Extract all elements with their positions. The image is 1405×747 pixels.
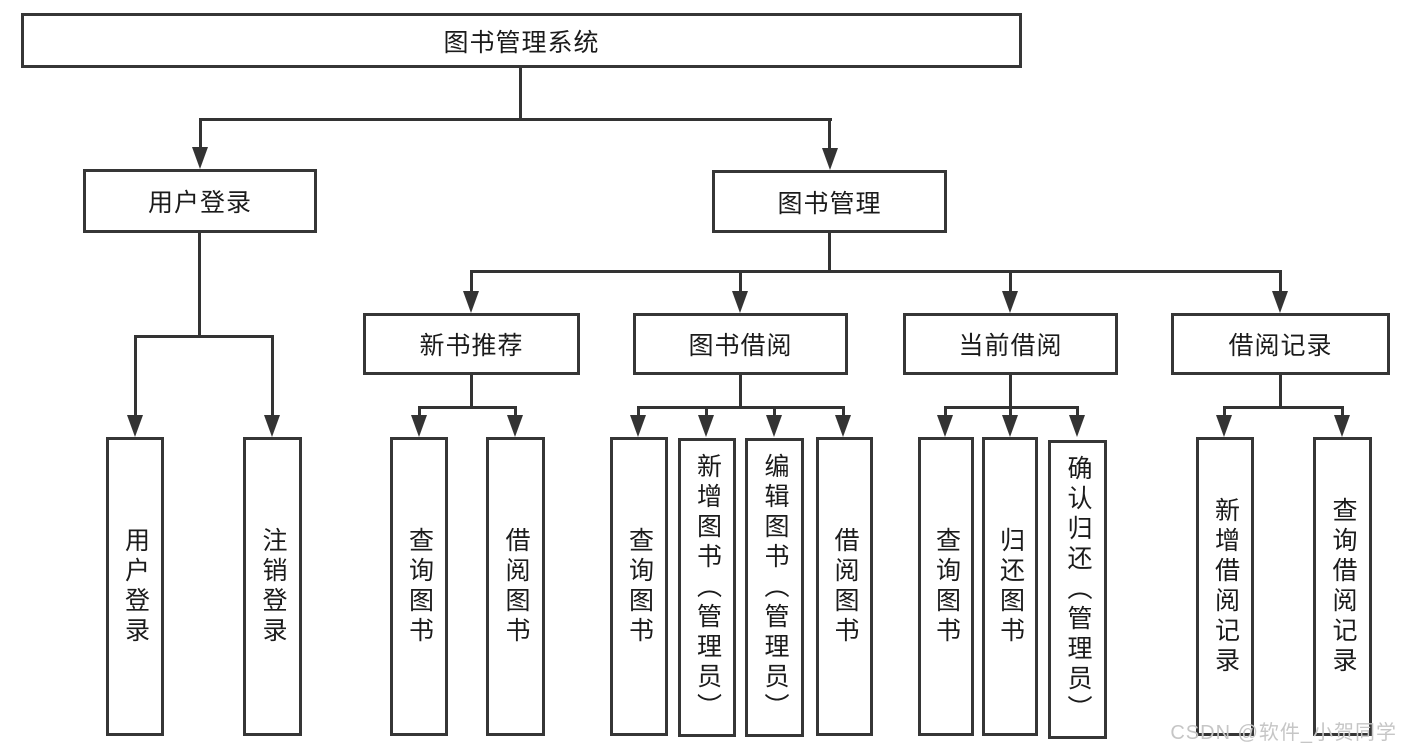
arrow-down-icon <box>835 415 851 437</box>
leaf-borrow-book-label: 借阅图书 <box>831 526 859 647</box>
leaf-newbook-borrow-label: 借阅图书 <box>502 526 530 647</box>
v-line <box>1279 375 1282 406</box>
v-line <box>828 118 831 148</box>
h-line <box>199 118 832 121</box>
node-borrow-record: 借阅记录 <box>1171 313 1390 375</box>
v-line <box>1076 406 1079 415</box>
leaf-borrow-add-admin-label: 新增图书（管理员） <box>693 452 722 723</box>
v-line <box>134 335 137 415</box>
node-new-book-recommend: 新书推荐 <box>363 313 580 375</box>
arrow-down-icon <box>1272 291 1288 313</box>
leaf-user-login: 用户登录 <box>106 437 164 736</box>
arrow-down-icon <box>937 415 953 437</box>
arrow-down-icon <box>822 148 838 170</box>
leaf-confirm-return-admin-label: 确认归还（管理员） <box>1064 454 1092 725</box>
leaf-record-add-label: 新增借阅记录 <box>1211 496 1240 677</box>
v-line <box>944 406 947 415</box>
node-book-borrow-label: 图书借阅 <box>688 332 793 360</box>
leaf-user-login-label: 用户登录 <box>121 526 150 647</box>
arrow-down-icon <box>1002 415 1018 437</box>
arrow-down-icon <box>463 291 479 313</box>
v-line <box>637 406 640 415</box>
leaf-current-query: 查询图书 <box>918 437 974 736</box>
v-line <box>1009 375 1012 406</box>
arrow-down-icon <box>698 415 714 437</box>
v-line <box>1341 406 1344 415</box>
node-user-login-label: 用户登录 <box>147 189 252 217</box>
leaf-newbook-borrow: 借阅图书 <box>486 437 545 736</box>
leaf-record-add: 新增借阅记录 <box>1196 437 1254 736</box>
arrow-down-icon <box>1216 415 1232 437</box>
leaf-return-book: 归还图书 <box>982 437 1038 736</box>
arrow-down-icon <box>192 147 208 169</box>
v-line <box>470 270 473 291</box>
leaf-confirm-return-admin: 确认归还（管理员） <box>1048 440 1107 739</box>
v-line <box>739 270 742 291</box>
v-line <box>519 68 522 118</box>
leaf-borrow-book: 借阅图书 <box>816 437 873 736</box>
arrow-down-icon <box>1069 415 1085 437</box>
arrow-down-icon <box>630 415 646 437</box>
v-line <box>514 406 517 415</box>
arrow-down-icon <box>127 415 143 437</box>
node-root-label: 图书管理系统 <box>443 28 600 57</box>
leaf-record-query-label: 查询借阅记录 <box>1329 496 1357 677</box>
arrow-down-icon <box>411 415 427 437</box>
h-line <box>637 406 845 409</box>
v-line <box>1223 406 1226 415</box>
node-user-login: 用户登录 <box>83 169 317 233</box>
leaf-newbook-query-label: 查询图书 <box>405 526 434 647</box>
leaf-borrow-add-admin: 新增图书（管理员） <box>678 438 736 737</box>
node-current-borrow-label: 当前借阅 <box>958 332 1063 360</box>
node-new-book-recommend-label: 新书推荐 <box>419 332 524 360</box>
arrow-down-icon <box>766 415 782 437</box>
v-line <box>470 375 473 406</box>
leaf-newbook-query: 查询图书 <box>390 437 448 736</box>
v-line <box>1009 406 1012 415</box>
leaf-record-query: 查询借阅记录 <box>1313 437 1372 736</box>
v-line <box>418 406 421 415</box>
h-line <box>470 270 1282 273</box>
leaf-borrow-edit-admin: 编辑图书（管理员） <box>745 438 804 737</box>
h-line <box>134 335 274 338</box>
leaf-borrow-query-label: 查询图书 <box>625 526 654 647</box>
v-line <box>1009 270 1012 291</box>
node-book-management-label: 图书管理 <box>777 189 882 218</box>
node-book-borrow: 图书借阅 <box>633 313 848 375</box>
arrow-down-icon <box>732 291 748 313</box>
arrow-down-icon <box>1002 291 1018 313</box>
leaf-borrow-query: 查询图书 <box>610 437 668 736</box>
h-line <box>1223 406 1344 409</box>
node-book-management: 图书管理 <box>712 170 947 233</box>
leaf-borrow-edit-admin-label: 编辑图书（管理员） <box>761 452 789 723</box>
node-root-system: 图书管理系统 <box>21 13 1022 68</box>
v-line <box>271 335 274 415</box>
v-line <box>198 233 201 335</box>
v-line <box>1279 270 1282 291</box>
arrow-down-icon <box>1334 415 1350 437</box>
arrow-down-icon <box>507 415 523 437</box>
leaf-logout-label: 注销登录 <box>259 526 287 647</box>
node-current-borrow: 当前借阅 <box>903 313 1118 375</box>
v-line <box>739 375 742 406</box>
v-line <box>842 406 845 415</box>
leaf-return-book-label: 归还图书 <box>996 526 1025 647</box>
leaf-logout: 注销登录 <box>243 437 302 736</box>
arrow-down-icon <box>264 415 280 437</box>
v-line <box>828 233 831 270</box>
node-borrow-record-label: 借阅记录 <box>1228 332 1333 360</box>
v-line <box>705 406 708 415</box>
csdn-watermark: CSDN @软件_小贺同学 <box>1170 722 1397 744</box>
leaf-current-query-label: 查询图书 <box>932 526 961 647</box>
h-line <box>418 406 517 409</box>
v-line <box>199 118 202 147</box>
v-line <box>773 406 776 415</box>
